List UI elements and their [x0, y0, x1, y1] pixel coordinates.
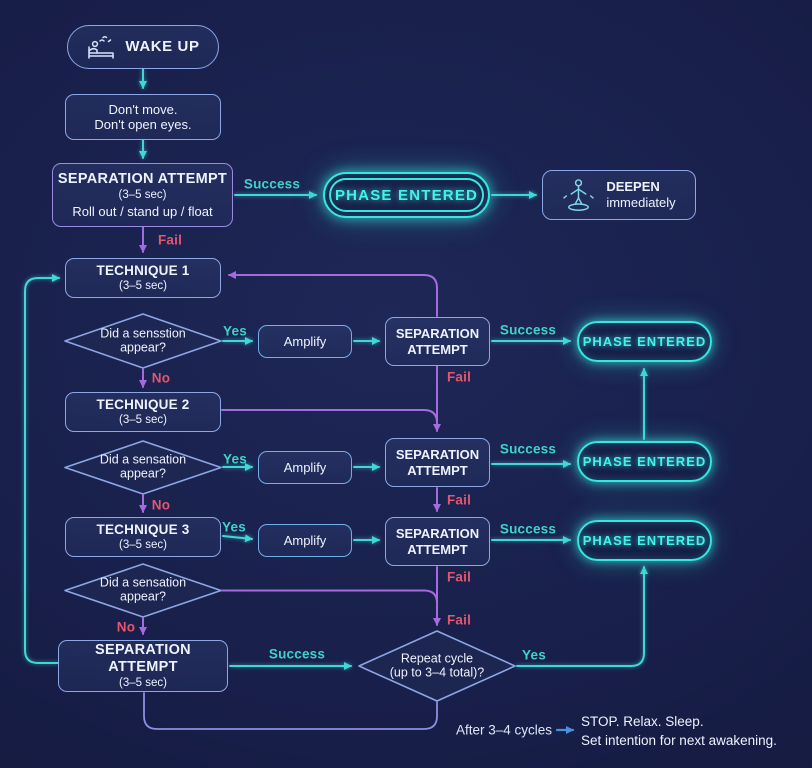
phase-entered-2: PHASE ENTERED	[577, 441, 712, 482]
separation3-node: SEPARATION ATTEMPT	[385, 517, 490, 566]
technique2-duration: (3–5 sec)	[119, 413, 167, 426]
technique3-node: TECHNIQUE 3 (3–5 sec)	[65, 517, 221, 557]
separation-final-title: SEPARATION ATTEMPT	[95, 641, 191, 675]
deepen-line2: immediately	[606, 195, 676, 210]
success-label-3: Success	[499, 521, 557, 537]
wake-up-node: WAKE UP	[67, 25, 219, 69]
no-label-1: No	[151, 370, 171, 386]
no-label-3: No	[116, 619, 136, 635]
fail-label-repeat: Fail	[446, 612, 472, 628]
repeat-cycle-question: Repeat cycle (up to 3–4 total)?	[390, 652, 485, 681]
yes-label-3: Yes	[222, 519, 246, 535]
wake-up-label: WAKE UP	[125, 38, 200, 56]
decision-diamond-repeat	[358, 630, 516, 702]
sensation-question-2: Did a sensation appear?	[100, 453, 186, 482]
success-label-main: Success	[243, 176, 301, 192]
repeat-cycle-line2: (up to 3–4 total)?	[389, 666, 485, 680]
technique3-duration: (3–5 sec)	[119, 538, 167, 551]
dont-move-node: Don't move. Don't open eyes.	[65, 94, 221, 140]
yes-label-1: Yes	[223, 323, 247, 339]
amplify1-node: Amplify	[258, 325, 352, 358]
connector-diamond3-branch	[221, 589, 438, 604]
dont-move-line1: Don't move.	[108, 101, 178, 117]
separation1-line2: ATTEMPT	[407, 341, 468, 357]
amplify3-node: Amplify	[258, 524, 352, 557]
technique2-title: TECHNIQUE 2	[96, 396, 190, 412]
stop-note-line1: STOP. Relax. Sleep.	[581, 714, 704, 729]
phase-entered-main-label: PHASE ENTERED	[329, 178, 484, 212]
connector-loop-left	[24, 274, 60, 664]
levitating-person-icon	[563, 179, 595, 211]
success-label-1: Success	[499, 322, 557, 338]
connector-repeat-yes-to-phase3	[516, 566, 648, 667]
connector-repeat-bottom-loop	[143, 692, 438, 730]
sensation-q2-line1: Did a sensation	[99, 452, 187, 467]
connector-yes-3	[222, 534, 253, 543]
amplify1-label: Amplify	[283, 333, 327, 349]
amplify2-node: Amplify	[258, 451, 352, 484]
separation-main-title: SEPARATION ATTEMPT	[57, 171, 228, 187]
connector-sep1-to-technique1	[228, 271, 438, 317]
technique2-node: TECHNIQUE 2 (3–5 sec)	[65, 392, 221, 432]
sensation-q2-line2: appear?	[120, 467, 166, 481]
amplify3-label: Amplify	[283, 532, 327, 548]
dont-move-line2: Don't open eyes.	[94, 117, 192, 132]
separation-final-duration: (3–5 sec)	[119, 676, 167, 689]
fail-label-main: Fail	[157, 232, 183, 248]
fail-label-1: Fail	[446, 369, 472, 385]
technique1-title: TECHNIQUE 1	[96, 262, 190, 278]
purple-connectors	[139, 226, 441, 635]
separation-final-node: SEPARATION ATTEMPT (3–5 sec)	[58, 640, 228, 692]
technique1-duration: (3–5 sec)	[119, 279, 167, 292]
sensation-question-1: Did a sensstion appear?	[100, 327, 185, 356]
phase-entered-main: PHASE ENTERED	[323, 172, 490, 218]
sensation-q3-line2: appear?	[120, 590, 166, 604]
decision-diamonds	[64, 313, 516, 702]
success-label-2: Success	[499, 441, 557, 457]
repeat-cycle-line1: Repeat cycle	[400, 651, 474, 666]
connector-technique2-branch	[221, 409, 438, 424]
fail-label-3: Fail	[446, 569, 472, 585]
separation-main-methods: Roll out / stand up / float	[72, 203, 213, 219]
separation2-line2: ATTEMPT	[407, 462, 468, 478]
sensation-q1-line2: appear?	[120, 341, 166, 355]
separation1-node: SEPARATION ATTEMPT	[385, 317, 490, 366]
yes-label-2: Yes	[223, 451, 247, 467]
technique1-node: TECHNIQUE 1 (3–5 sec)	[65, 258, 221, 298]
yes-label-repeat: Yes	[522, 647, 546, 663]
phase-entered-3: PHASE ENTERED	[577, 520, 712, 561]
bed-wake-icon	[88, 35, 115, 59]
separation-main-node: SEPARATION ATTEMPT (3–5 sec) Roll out / …	[52, 163, 233, 227]
success-label-final: Success	[268, 646, 326, 662]
stop-note: STOP. Relax. Sleep. Set intention for ne…	[581, 713, 777, 751]
separation1-line1: SEPARATION	[395, 326, 480, 342]
separation3-line1: SEPARATION	[395, 526, 480, 542]
deepen-line1: DEEPEN	[606, 178, 660, 194]
loop-connectors	[143, 692, 575, 734]
separation-main-duration: (3–5 sec)	[118, 189, 167, 202]
stop-note-line2: Set intention for next awakening.	[581, 732, 777, 748]
fail-label-2: Fail	[446, 492, 472, 508]
technique3-title: TECHNIQUE 3	[96, 521, 190, 537]
phase-entered-1: PHASE ENTERED	[577, 321, 712, 362]
amplify2-label: Amplify	[283, 459, 327, 475]
separation2-node: SEPARATION ATTEMPT	[385, 438, 490, 487]
after-cycles-label: After 3–4 cycles	[455, 722, 553, 738]
separation3-line2: ATTEMPT	[407, 541, 468, 557]
sensation-q3-line1: Did a sensation	[99, 575, 187, 590]
cyan-connectors	[24, 68, 648, 670]
separation2-line1: SEPARATION	[395, 447, 480, 463]
sensation-q1-line1: Did a sensstion	[100, 326, 186, 341]
sensation-question-3: Did a sensation appear?	[100, 576, 186, 605]
deepen-node: DEEPEN immediately	[542, 170, 696, 220]
no-label-2: No	[151, 497, 171, 513]
